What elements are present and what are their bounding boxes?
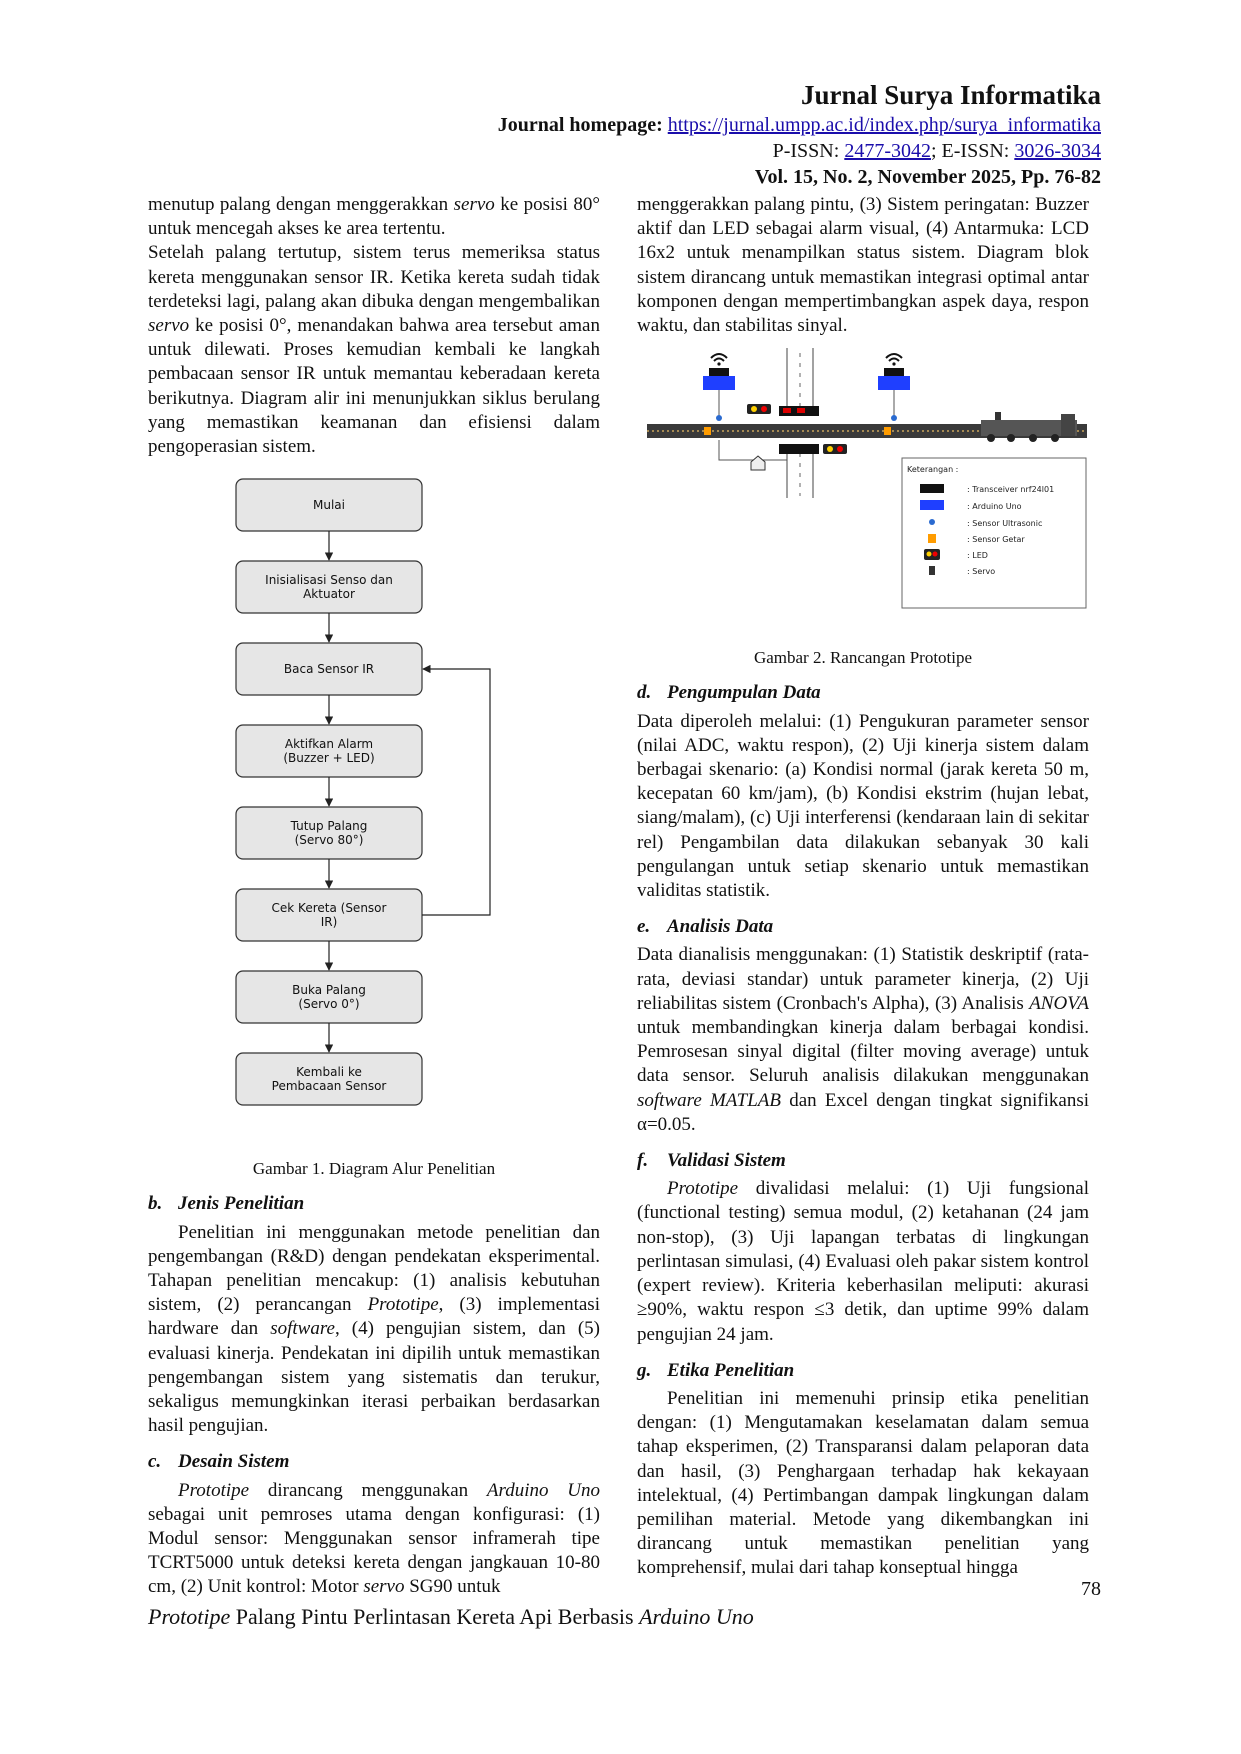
legend-item: : LED	[967, 551, 988, 560]
eissn-link[interactable]: 3026-3034	[1014, 140, 1101, 162]
journal-header: Jurnal Surya Informatika Journal homepag…	[498, 78, 1101, 190]
homepage-link[interactable]: https://jurnal.umpp.ac.id/index.php/sury…	[667, 114, 1101, 136]
flowchart-label: Tutup Palang	[290, 819, 368, 833]
running-footer: Prototipe Palang Pintu Perlintasan Keret…	[148, 1604, 754, 1629]
prototype-design-diagram: Keterangan : : Transceiver nrf24l01 : Ar…	[647, 348, 1087, 609]
flowchart-loop-arrow	[422, 665, 491, 916]
figure-2-caption: Gambar 2. Rancangan Prototipe	[753, 648, 973, 668]
vibration-sensor	[884, 427, 891, 436]
section-g-heading: g.Etika Penelitian	[637, 1359, 795, 1381]
led-signal	[823, 444, 847, 455]
page-number: 78	[1081, 1578, 1101, 1600]
flowchart-step: Baca Sensor IR	[235, 642, 423, 696]
flowchart-label: Pembacaan Sensor	[272, 1079, 387, 1093]
wifi-icon	[885, 353, 903, 366]
legend: Keterangan : : Transceiver nrf24l01 : Ar…	[901, 457, 1087, 609]
legend-item: : Arduino Uno	[967, 502, 1022, 511]
right-column: menggerakkan palang pintu, (3) Sistem pe…	[637, 193, 1089, 1581]
transceiver-block	[709, 368, 729, 377]
legend-swatch-ultrasonic	[929, 519, 935, 526]
flowchart-step: Mulai	[235, 478, 423, 532]
house-icon	[750, 455, 766, 471]
right-paragraph-1: menggerakkan palang pintu, (3) Sistem pe…	[637, 194, 1089, 337]
flowchart-label: (Servo 80°)	[295, 833, 364, 847]
flowchart-label: Kembali ke	[296, 1065, 362, 1079]
flowchart-label: Baca Sensor IR	[284, 662, 374, 676]
ultrasonic-sensor	[716, 415, 722, 422]
road-top	[786, 348, 814, 417]
flowchart-label: Mulai	[313, 498, 345, 512]
vibration-sensor	[704, 427, 711, 436]
pissn-link[interactable]: 2477-3042	[844, 140, 931, 162]
arduino-block	[703, 376, 735, 391]
legend-swatch-arduino	[920, 500, 944, 511]
pissn-label: P-ISSN:	[772, 140, 840, 162]
led-signal	[747, 404, 771, 415]
flowchart-label: Inisialisasi Senso dan	[265, 573, 393, 587]
section-g-text: Penelitian ini memenuhi prinsip etika pe…	[637, 1387, 1089, 1579]
flowchart-label: Aktifkan Alarm	[285, 737, 373, 751]
ultrasonic-sensor	[891, 415, 897, 422]
section-b-text: Penelitian ini menggunakan metode peneli…	[148, 1221, 600, 1437]
arduino-block	[878, 376, 910, 391]
legend-item: : Sensor Getar	[967, 535, 1025, 544]
journal-title: Jurnal Surya Informatika	[800, 80, 1101, 110]
legend-swatch-transceiver	[920, 484, 944, 494]
flowchart-box	[235, 1052, 423, 1106]
flowchart-label: (Servo 0°)	[298, 997, 359, 1011]
left-paragraph-2: Setelah palang tertutup, sistem terus me…	[148, 242, 600, 458]
section-c-text: Prototipe dirancang menggunakan Arduino …	[148, 1479, 601, 1598]
flowchart-label: Buka Palang	[292, 983, 366, 997]
section-e-heading: e.Analisis Data	[637, 916, 774, 938]
section-c-heading: c.Desain Sistem	[148, 1451, 290, 1473]
section-e-text: Data dianalisis menggunakan: (1) Statist…	[637, 944, 1090, 1135]
figure-1-caption: Gambar 1. Diagram Alur Penelitian	[252, 1159, 496, 1179]
section-d-text: Data diperoleh melalui: (1) Pengukuran p…	[637, 710, 1089, 902]
legend-title: Keterangan :	[907, 465, 958, 474]
legend-item: : Transceiver nrf24l01	[967, 485, 1054, 494]
journal-homepage-line: Journal homepage: https://jurnal.umpp.ac…	[498, 112, 1101, 138]
flowchart-label: Aktuator	[303, 587, 355, 601]
legend-item: : Servo	[967, 567, 995, 576]
left-paragraph-1: menutup palang dengan menggerakkan servo…	[148, 194, 600, 240]
road-bottom	[786, 448, 814, 499]
volume-info: Vol. 15, No. 2, November 2025, Pp. 76-82	[754, 166, 1101, 188]
issn-line: P-ISSN: 2477-3042; E-ISSN: 3026-3034	[498, 138, 1101, 164]
transceiver-block	[884, 368, 904, 377]
flowchart-label: IR)	[321, 915, 338, 929]
train-icon	[981, 412, 1077, 443]
eissn-label: ; E-ISSN:	[930, 140, 1010, 162]
flowchart-step: Aktifkan Alarm(Buzzer + LED)	[235, 724, 423, 778]
legend-swatch-vibration	[928, 534, 936, 544]
left-column: menutup palang dengan menggerakkan servo…	[148, 193, 600, 1600]
gate-barrier	[779, 444, 819, 455]
wifi-icon	[710, 353, 728, 366]
legend-item: : Sensor Ultrasonic	[967, 519, 1042, 528]
flowchart-step: Tutup Palang(Servo 80°)	[235, 806, 423, 860]
flowchart-step: Buka Palang(Servo 0°)	[235, 970, 423, 1024]
flowchart-label: (Buzzer + LED)	[283, 751, 374, 765]
section-f-text: Prototipe divalidasi melalui: (1) Uji fu…	[637, 1178, 1089, 1345]
homepage-label: Journal homepage:	[497, 114, 663, 136]
legend-swatch-servo	[929, 566, 935, 576]
flowchart-label: Cek Kereta (Sensor	[272, 901, 387, 915]
section-b-heading: b.Jenis Penelitian	[148, 1193, 305, 1215]
legend-swatch-led	[924, 549, 940, 561]
section-f-heading: f.Validasi Sistem	[637, 1150, 786, 1172]
section-d-heading: d.Pengumpulan Data	[637, 682, 821, 704]
